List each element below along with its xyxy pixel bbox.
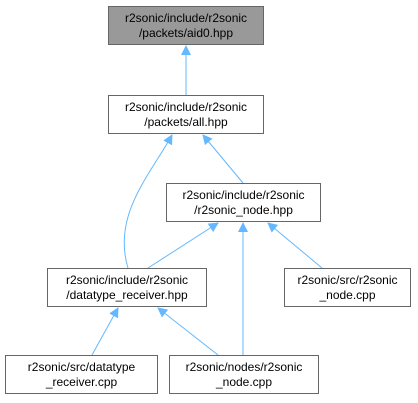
node-src-datatype-receiver-cpp-line2: _receiver.cpp: [45, 374, 118, 389]
node-src-datatype-receiver-cpp-line1: r2sonic/src/datatype: [27, 359, 136, 374]
node-r2sonic-node-hpp[interactable]: r2sonic/include/r2sonic /r2sonic_node.hp…: [166, 183, 321, 222]
edge-nodes_r2sonic_node_cpp-to-datatype_receiver_hpp: [157, 307, 219, 356]
node-src-r2sonic-node-cpp[interactable]: r2sonic/src/r2sonic _node.cpp: [284, 268, 411, 307]
node-datatype-receiver-hpp[interactable]: r2sonic/include/r2sonic /datatype_receiv…: [47, 268, 207, 307]
edge-src_r2sonic_node_cpp-to-r2sonic_node_hpp: [267, 222, 323, 269]
node-aid0-hpp-line1: r2sonic/include/r2sonic: [124, 10, 248, 25]
node-r2sonic-node-hpp-line1: r2sonic/include/r2sonic: [182, 187, 305, 202]
node-aid0-hpp: r2sonic/include/r2sonic /packets/aid0.hp…: [108, 6, 264, 45]
edge-datatype_receiver_hpp-to-all: [123, 134, 173, 269]
node-src-r2sonic-node-cpp-line1: r2sonic/src/r2sonic: [297, 272, 398, 287]
node-all-hpp-line1: r2sonic/include/r2sonic: [124, 99, 248, 114]
node-r2sonic-node-hpp-line2: /r2sonic_node.hpp: [194, 202, 293, 217]
node-aid0-hpp-line2: /packets/aid0.hpp: [138, 25, 234, 40]
node-nodes-r2sonic-node-cpp-line1: r2sonic/nodes/r2sonic: [185, 359, 303, 374]
edge-src_datatype_receiver_cpp-to-datatype_receiver_hpp: [91, 307, 119, 356]
edge-r2sonic_node_hpp-to-all: [202, 134, 244, 184]
node-src-r2sonic-node-cpp-line2: _node.cpp: [319, 287, 376, 302]
node-datatype-receiver-hpp-line2: /datatype_receiver.hpp: [66, 287, 188, 302]
node-src-datatype-receiver-cpp[interactable]: r2sonic/src/datatype _receiver.cpp: [5, 355, 158, 394]
node-datatype-receiver-hpp-line1: r2sonic/include/r2sonic: [65, 272, 189, 287]
node-all-hpp[interactable]: r2sonic/include/r2sonic /packets/all.hpp: [108, 95, 264, 134]
edge-datatype_receiver_hpp-to-r2sonic_node_hpp: [147, 222, 219, 269]
node-all-hpp-line2: /packets/all.hpp: [144, 114, 228, 129]
node-nodes-r2sonic-node-cpp[interactable]: r2sonic/nodes/r2sonic _node.cpp: [169, 355, 319, 394]
node-nodes-r2sonic-node-cpp-line2: _node.cpp: [215, 374, 273, 389]
